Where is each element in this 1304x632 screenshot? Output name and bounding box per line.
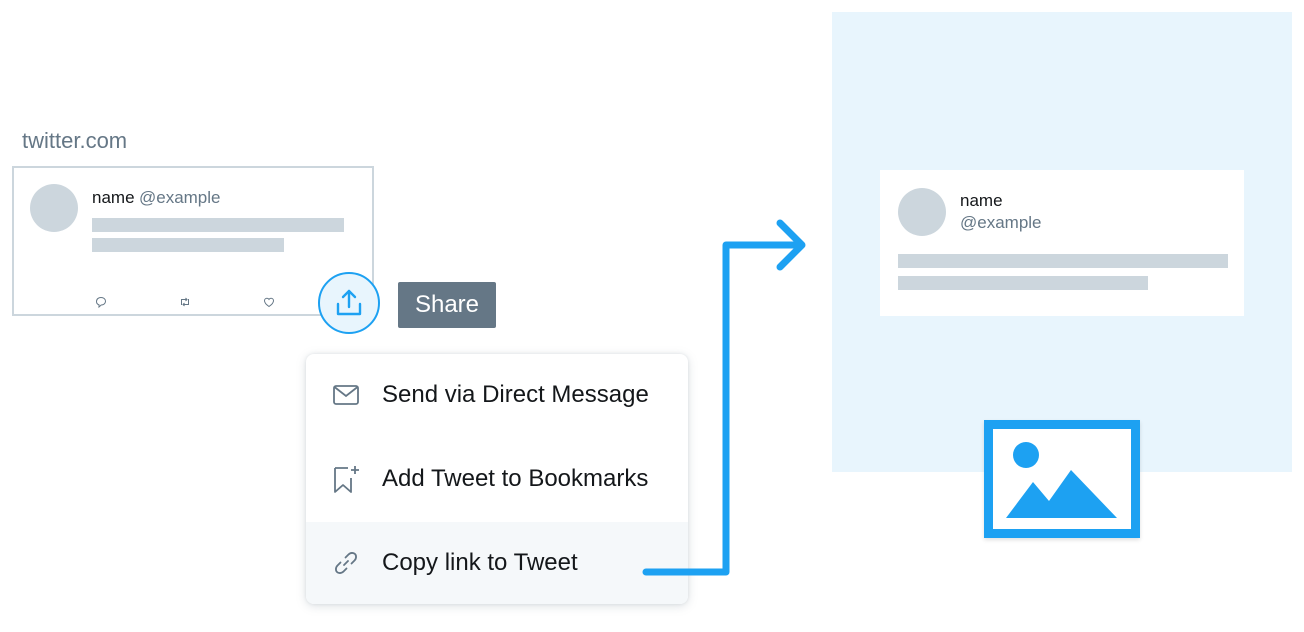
menu-item-label: Add Tweet to Bookmarks (382, 465, 649, 492)
tweet-card: name @example (12, 166, 374, 316)
like-icon[interactable] (262, 295, 276, 309)
embed-text-placeholder-line (898, 276, 1148, 290)
avatar (30, 184, 78, 232)
share-menu: Send via Direct Message Add Tweet to Boo… (306, 354, 688, 604)
share-tooltip: Share (398, 282, 496, 328)
retweet-icon[interactable] (178, 295, 192, 309)
tweet-text-placeholder-line (92, 218, 344, 232)
reply-icon[interactable] (94, 295, 108, 309)
embed-author-handle: @example (960, 213, 1042, 232)
image-icon (984, 420, 1140, 538)
site-label: twitter.com (22, 128, 128, 153)
tweet-author-name: name (92, 188, 135, 207)
embed-text-placeholder-line (898, 254, 1228, 268)
menu-item-copy-link[interactable]: Copy link to Tweet (306, 522, 688, 604)
avatar (898, 188, 946, 236)
embedded-tweet-card: name @example (880, 170, 1244, 316)
tweet-text-placeholder-line (92, 238, 284, 252)
menu-item-label: Copy link to Tweet (382, 549, 578, 576)
share-button[interactable] (318, 272, 380, 334)
link-icon (331, 548, 361, 578)
envelope-icon (331, 380, 361, 410)
embed-author-name: name (960, 191, 1003, 210)
menu-item-send-dm[interactable]: Send via Direct Message (306, 354, 688, 436)
share-icon (336, 289, 362, 316)
menu-item-add-bookmark[interactable]: Add Tweet to Bookmarks (306, 438, 688, 520)
menu-item-label: Send via Direct Message (382, 381, 649, 408)
bookmark-add-icon (331, 464, 361, 494)
tweet-author-handle: @example (138, 188, 221, 207)
